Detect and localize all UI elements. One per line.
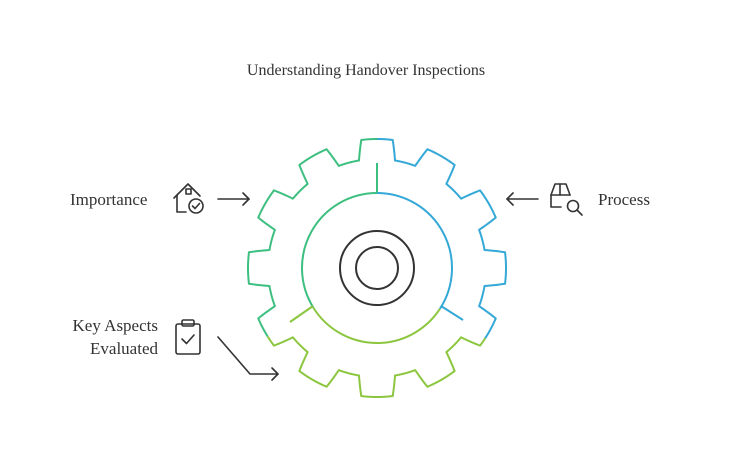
gear-outline bbox=[247, 138, 507, 398]
gear-segment-importance bbox=[247, 138, 378, 337]
importance-label: Importance bbox=[70, 190, 148, 209]
clipboard-check-icon bbox=[175, 319, 201, 355]
diagram-title: Understanding Handover Inspections bbox=[246, 62, 486, 79]
gear-hub-outer bbox=[339, 230, 415, 306]
gear-inner-ring bbox=[301, 192, 453, 344]
process-label: Process bbox=[598, 190, 650, 209]
box-search-icon bbox=[550, 183, 583, 216]
divider-right bbox=[440, 305, 464, 321]
key-aspects-arrow bbox=[217, 336, 279, 381]
gear-segment-importance-ring bbox=[301, 192, 378, 309]
process-arrow bbox=[506, 192, 539, 206]
gear-segment-process bbox=[376, 138, 507, 339]
gear-hub-inner bbox=[355, 246, 399, 290]
house-check-icon bbox=[173, 183, 204, 214]
divider-left bbox=[289, 305, 314, 323]
gear-segment-key-aspects bbox=[266, 335, 487, 398]
gear-segment-process-ring bbox=[376, 192, 453, 310]
key-aspects-label-line1: Key Aspects bbox=[72, 316, 158, 335]
key-aspects-label: Key Aspects Evaluated bbox=[40, 314, 158, 360]
importance-arrow bbox=[217, 192, 250, 206]
key-aspects-label-line2: Evaluated bbox=[90, 339, 158, 358]
gear-segment-key-aspects-ring bbox=[312, 307, 441, 344]
